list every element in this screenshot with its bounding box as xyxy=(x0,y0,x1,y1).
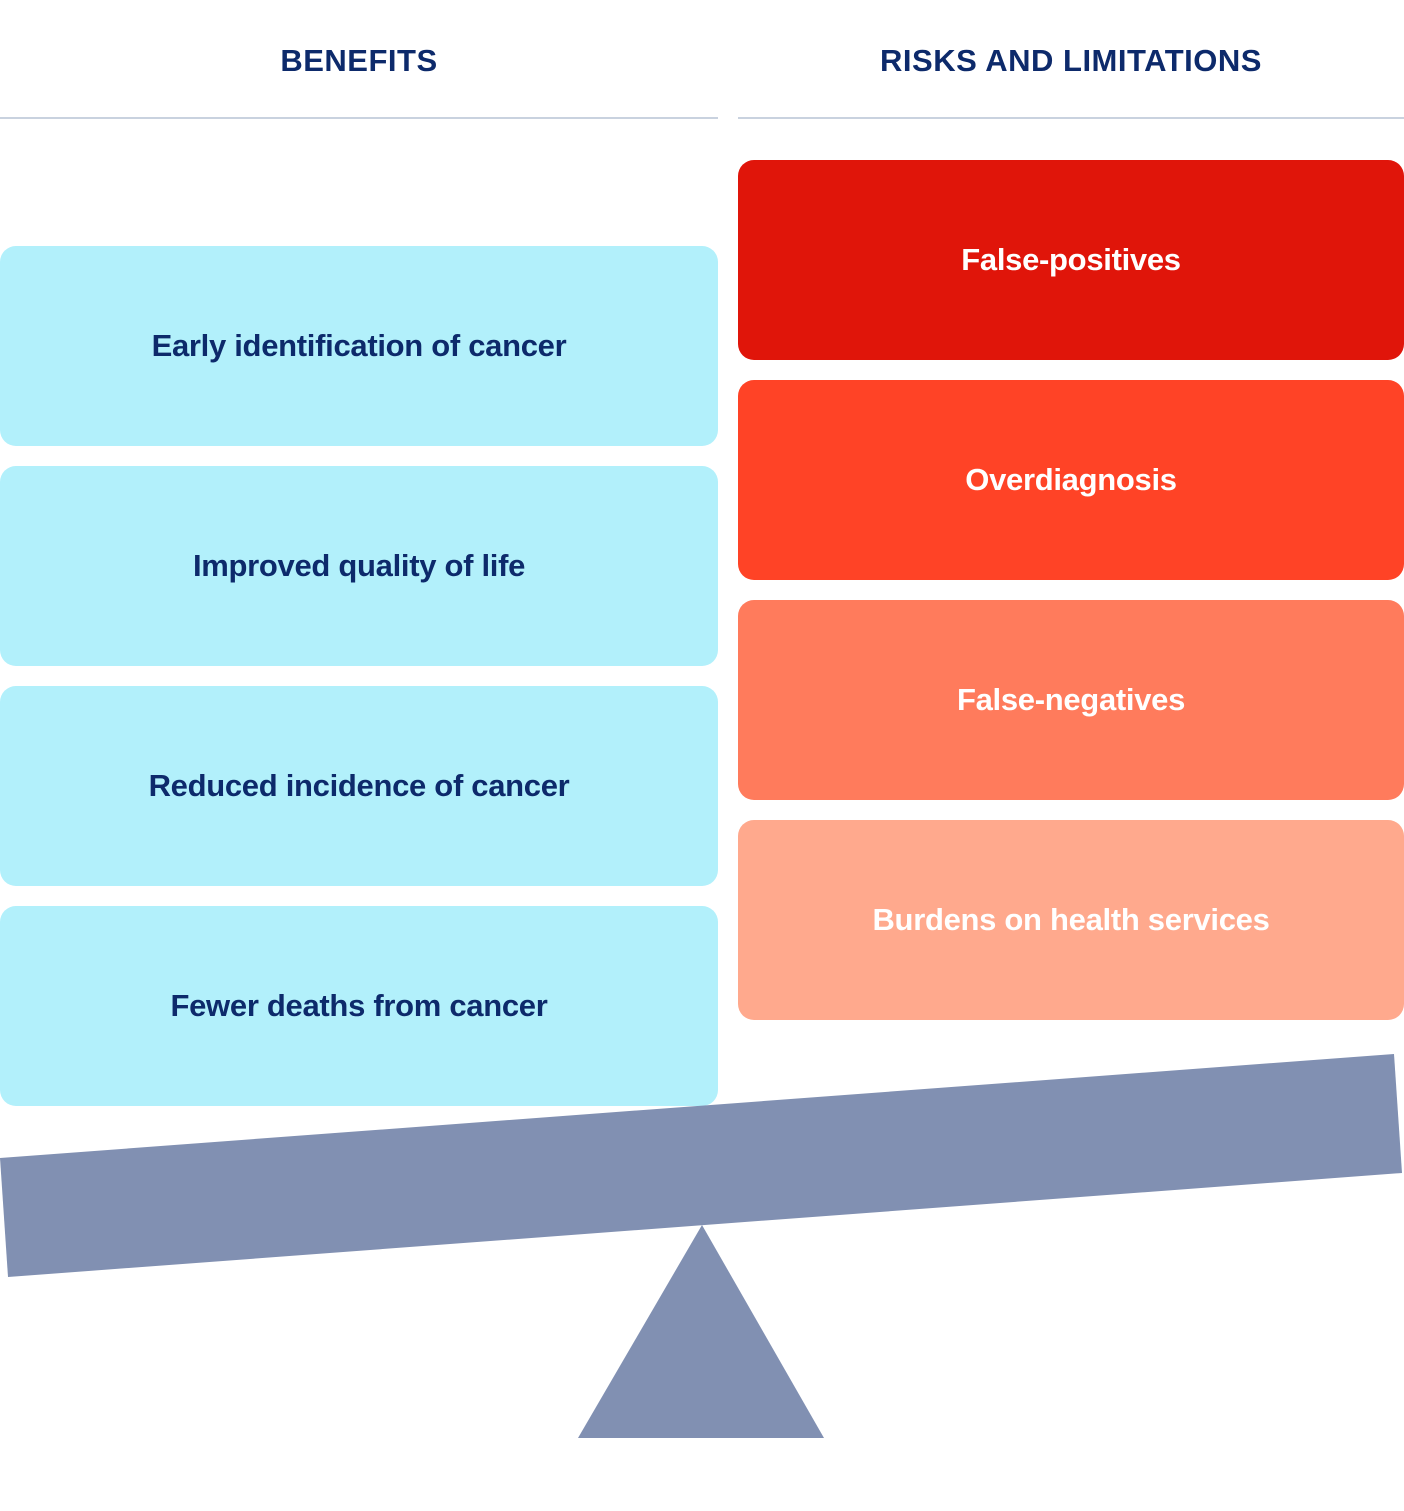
scale-fulcrum xyxy=(578,1225,824,1438)
benefit-box-early-identification: Early identification of cancer xyxy=(0,246,718,446)
risk-box-overdiagnosis: Overdiagnosis xyxy=(738,380,1404,580)
risk-box-burdens-on-health-services: Burdens on health services xyxy=(738,820,1404,1020)
benefit-box-fewer-deaths: Fewer deaths from cancer xyxy=(0,906,718,1106)
benefit-box-quality-of-life: Improved quality of life xyxy=(0,466,718,666)
risks-heading: RISKS AND LIMITATIONS xyxy=(880,43,1262,78)
risks-divider xyxy=(738,117,1404,119)
benefits-heading: BENEFITS xyxy=(280,43,438,78)
benefits-divider xyxy=(0,117,718,119)
risk-box-false-negatives: False-negatives xyxy=(738,600,1404,800)
benefit-box-reduced-incidence: Reduced incidence of cancer xyxy=(0,686,718,886)
risk-box-false-positives: False-positives xyxy=(738,160,1404,360)
